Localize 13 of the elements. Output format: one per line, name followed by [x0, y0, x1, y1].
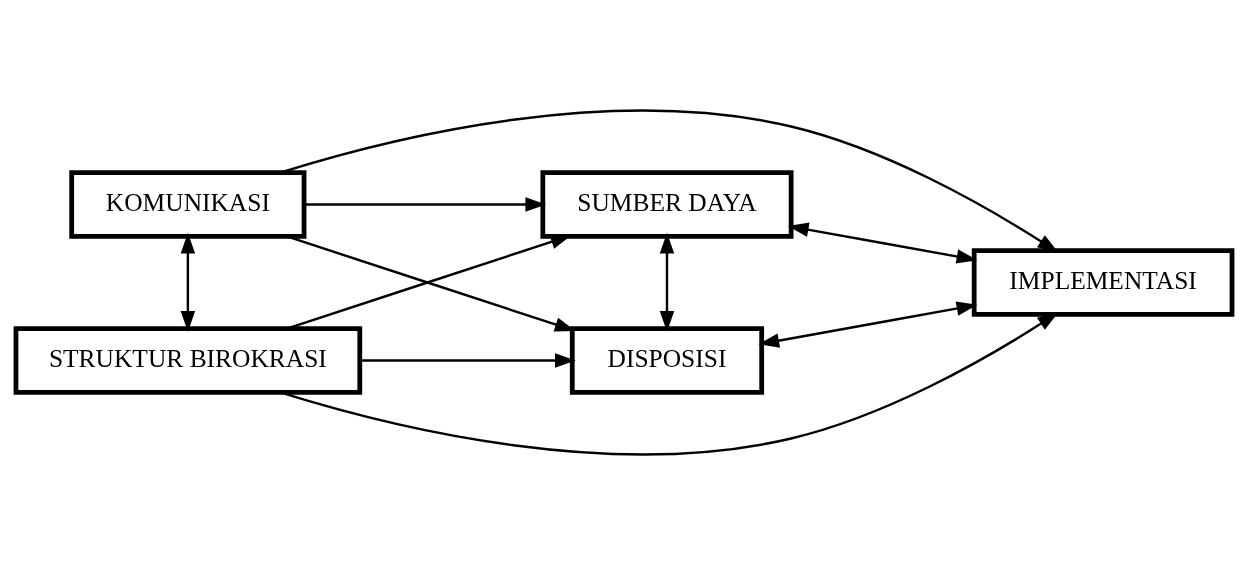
node-box: DISPOSISI: [569, 325, 765, 395]
arrow: [758, 300, 978, 348]
arrow: [304, 196, 547, 212]
node-box: IMPLEMENTASI: [971, 247, 1235, 317]
node-box: SUMBER DAYA: [540, 169, 794, 239]
node-box: KOMUNIKASI: [69, 169, 307, 239]
arrow: [279, 109, 1059, 252]
node-box: STRUKTUR BIROKRASI: [13, 325, 363, 395]
arrow: [180, 232, 196, 332]
arrow: [359, 352, 576, 368]
arrow: [659, 232, 675, 332]
arrow: [787, 222, 978, 264]
arrow: [279, 312, 1059, 455]
